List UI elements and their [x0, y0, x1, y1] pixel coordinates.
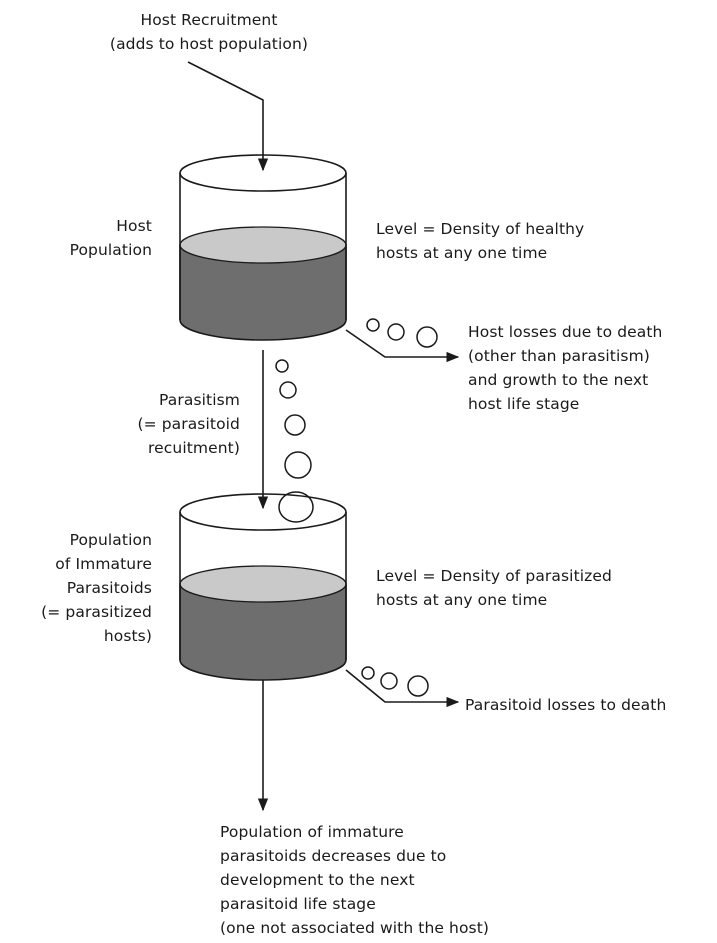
parasitism-bubbles — [275, 359, 314, 523]
development-label: Population of immature parasitoids decre… — [220, 823, 490, 937]
bubble — [380, 672, 398, 690]
bubble — [278, 491, 314, 523]
parasitoid-losses-label: Parasitoid losses to death — [465, 696, 667, 714]
host-level-label: Level = Density of healthy hosts at any … — [376, 220, 585, 262]
parasitoid-level-label: Level = Density of parasitized hosts at … — [376, 567, 612, 609]
parasitoid-loss-bubbles — [361, 666, 429, 697]
parasitism-label: Parasitism (= parasitoid recuitment) — [137, 391, 240, 457]
host-loss-bubbles — [366, 318, 438, 348]
bubble — [284, 451, 312, 479]
bubble — [366, 318, 380, 332]
host-recruitment-arrow — [187, 61, 269, 172]
parasitoid-liquid-body — [179, 583, 347, 681]
host-liquid-surface — [179, 226, 347, 264]
host-losses-label: Host losses due to death (other than par… — [468, 323, 663, 413]
parasitoid-cylinder-rim — [179, 493, 347, 531]
bubble — [284, 414, 306, 436]
bubble — [407, 675, 429, 697]
host-cylinder-rim — [179, 154, 347, 192]
bubble — [275, 359, 289, 373]
bubble — [361, 666, 375, 680]
host-losses-arrow — [345, 329, 460, 363]
host-population-label: Host Population — [69, 217, 152, 259]
parasitoid-losses-arrow — [345, 669, 460, 708]
parasitoid-population-label: Population of Immature Parasitoids (= pa… — [41, 531, 152, 645]
bubble — [387, 323, 405, 341]
bubble — [416, 326, 438, 348]
host-recruitment-label: Host Recruitment (adds to host populatio… — [109, 11, 309, 53]
parasitoid-cylinder — [179, 493, 347, 681]
host-liquid-body — [179, 244, 347, 341]
bubble — [279, 381, 297, 399]
parasitoid-liquid-surface — [179, 565, 347, 603]
host-cylinder — [179, 154, 347, 341]
